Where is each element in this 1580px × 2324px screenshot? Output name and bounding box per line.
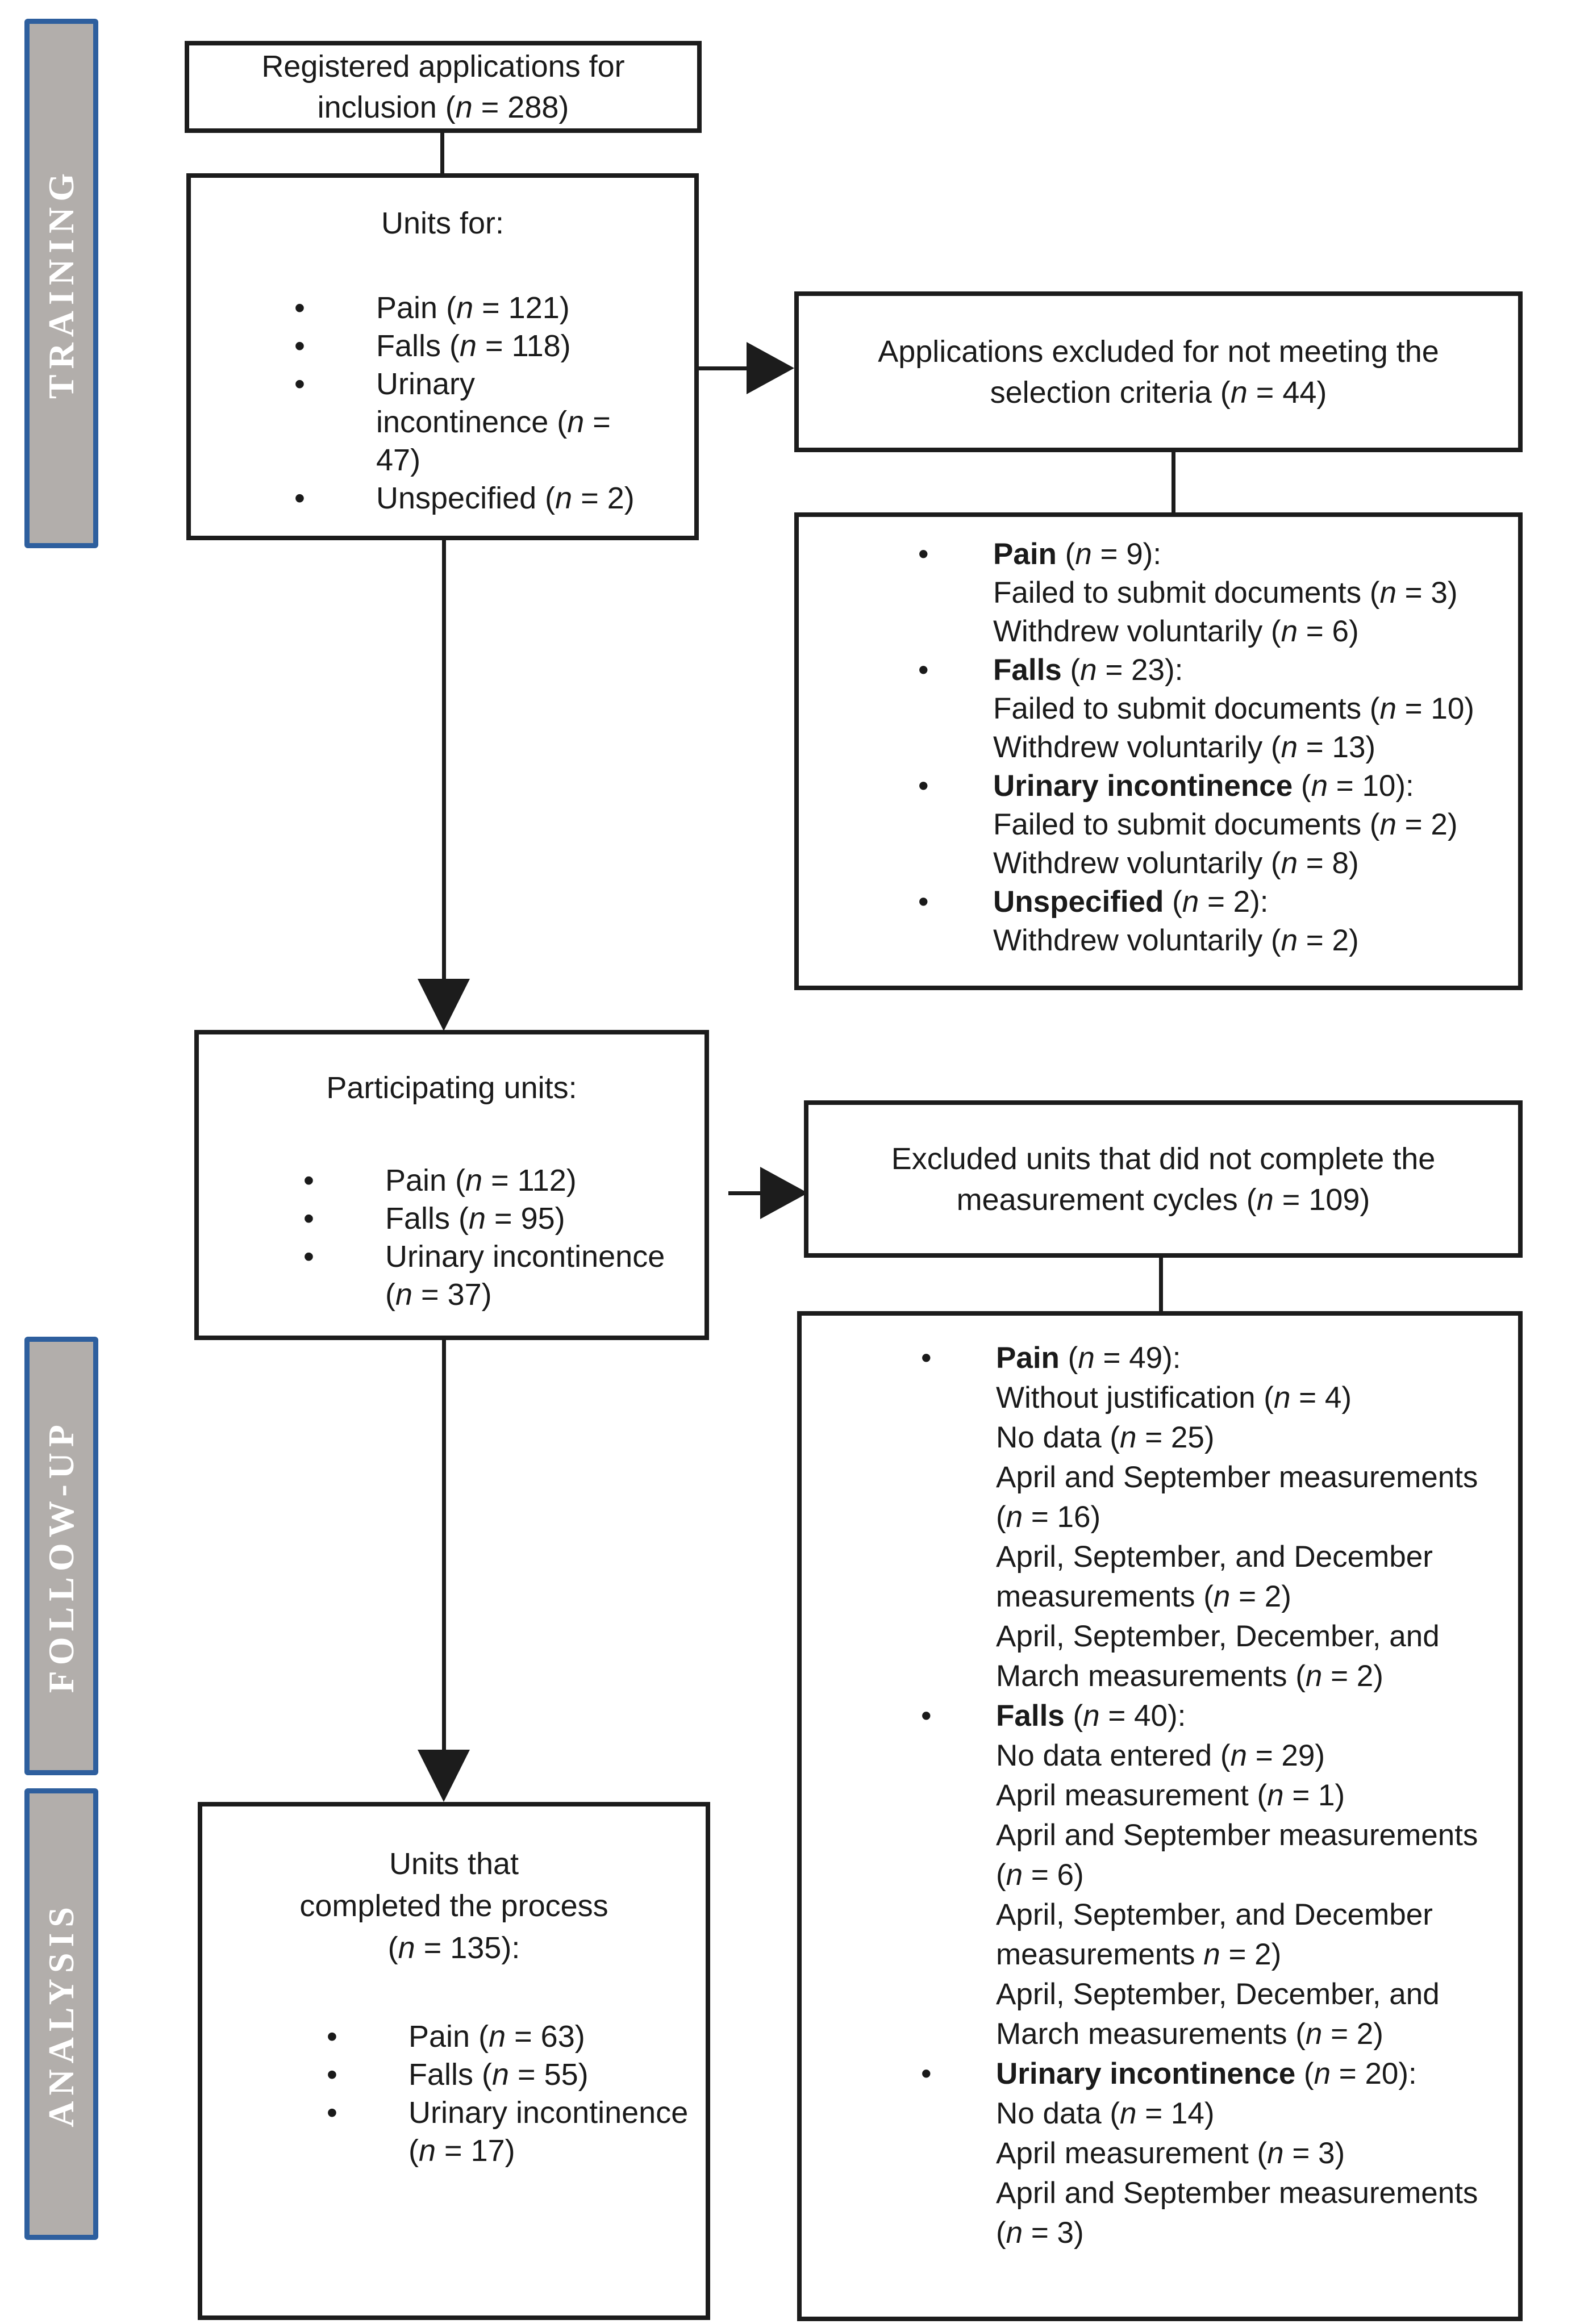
bullet-list: Pain (n = 49): Without justification (n … [921,1338,1495,2253]
group-head: Falls (n = 23): [993,653,1183,687]
exclusion-group: Falls (n = 40): No data entered (n = 29)… [921,1696,1495,2054]
bullet-list: Pain (n = 121) Falls (n = 118) Urinary i… [292,289,677,518]
arrowhead-down-icon [418,1750,470,1802]
group-item: April, September, and December measureme… [996,1898,1433,1971]
group-item: Withdrew voluntarily (n = 2) [993,924,1359,957]
exclusion-group: Falls (n = 23): Failed to submit documen… [918,651,1495,767]
arrow-participating-to-excluded-units [728,1191,765,1195]
box-text-line: inclusion (n = 288) [317,90,569,124]
group-item: Failed to submit documents (n = 2) [993,808,1458,841]
arrow-units-to-excluded-apps [697,366,753,370]
arrowhead-right-icon [747,342,794,394]
list-item: Urinary incontinence (n = 17) [324,2094,689,2170]
box-title: Units that completed the process (n = 13… [202,1843,706,1969]
connector-registered-to-units [440,131,444,174]
arrowhead-right-icon [760,1167,808,1219]
phase-label-followup: FOLLOW-UP [41,1418,81,1693]
group-head: Urinary incontinence (n = 20): [996,2057,1417,2091]
box-text-line: completed the process [299,1889,608,1923]
connector-excluded-apps-to-detail [1172,449,1175,514]
phase-label-analysis: ANALYSIS [41,1901,81,2127]
group-item: April, September, December, and March me… [996,1977,1440,2051]
registered-applications-box: Registered applications for inclusion (n… [185,41,702,133]
group-head: Falls (n = 40): [996,1699,1186,1733]
group-item: April and September measurements (n = 3) [996,2176,1478,2250]
box-title: Participating units: [326,1071,577,1105]
exclusion-group: Unspecified (n = 2): Withdrew voluntaril… [918,883,1495,960]
exclusion-group: Urinary incontinence (n = 10): Failed to… [918,767,1495,883]
phase-band-followup: FOLLOW-UP [24,1337,98,1775]
box-text-line: selection criteria (n = 44) [990,375,1327,410]
group-head: Unspecified (n = 2): [993,885,1269,919]
group-item: Failed to submit documents (n = 10) [993,692,1474,725]
group-item: April measurement (n = 3) [996,2137,1345,2170]
box-text-line: Applications excluded for not meeting th… [878,334,1439,369]
phase-band-analysis: ANALYSIS [24,1788,98,2240]
group-item: Failed to submit documents (n = 3) [993,576,1458,610]
phase-label-training: TRAINING [41,168,81,399]
box-title: Units for: [381,206,505,240]
bullet-list: Pain (n = 63) Falls (n = 55) Urinary inc… [324,2018,689,2170]
list-item: Pain (n = 63) [324,2018,689,2056]
group-item: No data (n = 14) [996,2097,1215,2130]
list-item: Urinary incontinence (n = 47) [292,365,677,479]
group-head: Pain (n = 49): [996,1341,1181,1375]
group-head: Pain (n = 9): [993,537,1162,571]
arrow-units-to-participating [442,538,446,982]
group-item: April and September measurements (n = 16… [996,1461,1478,1534]
list-item: Unspecified (n = 2) [292,479,677,518]
box-text-line: (n = 135): [387,1931,520,1965]
list-item: Pain (n = 112) [301,1162,687,1200]
completed-units-box: Units that completed the process (n = 13… [198,1802,710,2320]
exclusion-group: Urinary incontinence (n = 20): No data (… [921,2054,1495,2253]
units-for-box: Units for: Pain (n = 121) Falls (n = 118… [186,173,699,540]
list-item: Urinary incontinence (n = 37) [301,1238,687,1314]
box-text-line: Registered applications for [261,49,625,84]
exclusion-group: Pain (n = 49): Without justification (n … [921,1338,1495,1696]
group-item: April, September, December, and March me… [996,1620,1440,1693]
excluded-applications-box: Applications excluded for not meeting th… [794,291,1523,452]
excluded-applications-detail-box: Pain (n = 9): Failed to submit documents… [794,512,1523,990]
list-item: Falls (n = 55) [324,2056,689,2094]
group-item: Withdrew voluntarily (n = 6) [993,615,1359,648]
list-item: Pain (n = 121) [292,289,677,327]
group-item: Without justification (n = 4) [996,1381,1352,1415]
participating-units-box: Participating units: Pain (n = 112) Fall… [194,1030,709,1340]
phase-band-training: TRAINING [24,19,98,548]
box-text-line: Excluded units that did not complete the [891,1141,1436,1176]
group-item: Withdrew voluntarily (n = 8) [993,846,1359,880]
group-item: No data entered (n = 29) [996,1739,1325,1772]
connector-excluded-units-to-detail [1159,1255,1163,1312]
box-text-line: measurement cycles (n = 109) [956,1182,1370,1217]
box-text-line: Units that [389,1847,519,1881]
group-item: No data (n = 25) [996,1421,1215,1454]
group-item: April, September, and December measureme… [996,1540,1433,1613]
excluded-units-detail-box: Pain (n = 49): Without justification (n … [797,1311,1523,2321]
list-item: Falls (n = 95) [301,1200,687,1238]
group-head: Urinary incontinence (n = 10): [993,769,1414,803]
list-item: Falls (n = 118) [292,327,677,365]
exclusion-group: Pain (n = 9): Failed to submit documents… [918,535,1495,651]
arrow-participating-to-completed [442,1337,446,1753]
bullet-list: Pain (n = 112) Falls (n = 95) Urinary in… [301,1162,687,1314]
group-item: April and September measurements (n = 6) [996,1818,1478,1892]
group-item: Withdrew voluntarily (n = 13) [993,731,1376,764]
bullet-list: Pain (n = 9): Failed to submit documents… [918,535,1495,960]
arrowhead-down-icon [418,979,470,1031]
group-item: April measurement (n = 1) [996,1779,1345,1812]
excluded-units-box: Excluded units that did not complete the… [804,1100,1523,1258]
